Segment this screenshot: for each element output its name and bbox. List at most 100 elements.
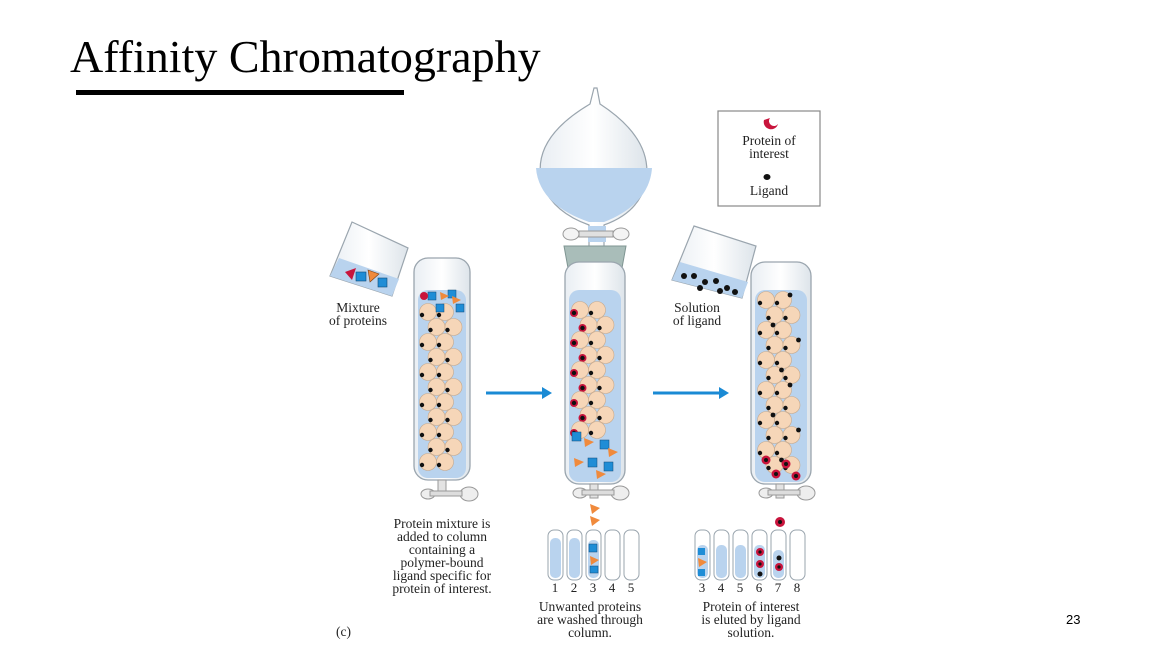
- ligand-dot: [757, 360, 763, 366]
- ligand-dot: [588, 370, 594, 376]
- ligand-dot: [766, 405, 771, 411]
- ligand-dot: [766, 345, 771, 351]
- resin-bead: [765, 396, 784, 414]
- resin-bead: [596, 406, 615, 424]
- wash-tube-number: 1: [552, 580, 559, 595]
- caption-line: protein of interest.: [392, 581, 491, 596]
- elute-tube-number: 4: [718, 580, 725, 595]
- ligand-dot: [774, 450, 780, 456]
- ligand-dot: [774, 330, 780, 336]
- resin-bead: [427, 348, 446, 366]
- ligand-dot: [757, 330, 763, 336]
- ligand-dot: [783, 315, 788, 321]
- resin-bead: [419, 303, 437, 321]
- mixture-square: [435, 303, 445, 313]
- elute-tubes: 3 4 5 6 7 8: [694, 529, 806, 595]
- mixture-triangle: [452, 296, 461, 304]
- ligand-dot: [766, 315, 771, 321]
- unwanted-triangle: [584, 438, 594, 447]
- eluted-ligand: [764, 458, 768, 462]
- ligand-dot: [436, 432, 442, 438]
- ligand-dot: [766, 435, 771, 441]
- ligand-dot: [436, 402, 442, 408]
- elute-tube-number: 7: [775, 580, 782, 595]
- mixture-square: [427, 291, 437, 301]
- caption-line: ligand specific for: [393, 568, 492, 583]
- ligand-dot: [428, 357, 433, 363]
- ligand-dot: [597, 415, 602, 421]
- unwanted-square: [603, 461, 614, 472]
- resin-bead: [596, 316, 615, 334]
- ligand-dot: [597, 355, 602, 361]
- caption-step2: Unwanted proteins are washed through col…: [537, 599, 643, 640]
- ligand-dot: [774, 420, 780, 426]
- ligand-dot: [428, 447, 433, 453]
- ligand-dot: [766, 375, 771, 381]
- caption-line: Unwanted proteins: [539, 599, 641, 614]
- resin-bead: [774, 351, 792, 369]
- unwanted-triangle: [608, 448, 618, 457]
- resin-bead: [588, 301, 606, 319]
- resin-bead: [444, 318, 463, 336]
- title-underline: [76, 90, 404, 95]
- legend-ligand: Ligand: [750, 183, 788, 198]
- ligand-dot: [419, 462, 425, 468]
- ligand-dot: [766, 465, 771, 471]
- resin-bead: [436, 423, 454, 441]
- ligand-dot: [428, 417, 433, 423]
- caption-line: is eluted by ligand: [701, 612, 801, 627]
- label-mixture-line1: Mixture: [336, 300, 380, 315]
- caption-step3: Protein of interest is eluted by ligand …: [701, 599, 801, 640]
- label-solution-line2: of ligand: [673, 313, 722, 328]
- resin-bead: [419, 453, 437, 471]
- caption-line: Protein of interest: [703, 599, 800, 614]
- resin-bead: [419, 333, 437, 351]
- mixture-protein: [420, 292, 428, 300]
- ligand-dot: [436, 312, 442, 318]
- caption-line: column.: [568, 625, 612, 640]
- wash-tube-number: 3: [590, 580, 597, 595]
- legend-box: Protein of interest Ligand: [717, 110, 821, 207]
- ligand-dot: [445, 417, 450, 423]
- panel-letter: (c): [336, 624, 351, 639]
- resin-bead: [765, 426, 784, 444]
- ligand-dot: [419, 372, 425, 378]
- ligand-dot: [445, 327, 450, 333]
- elute-tube-number: 6: [756, 580, 763, 595]
- ligand-dot: [783, 405, 788, 411]
- resin-bead: [596, 346, 615, 364]
- caption-line: are washed through: [537, 612, 643, 627]
- resin-bead: [782, 306, 801, 324]
- resin-bead: [757, 351, 775, 369]
- ligand-dot: [757, 420, 763, 426]
- free-ligand: [770, 412, 776, 418]
- ligand-dot: [419, 312, 425, 318]
- ligand-icon: [763, 174, 771, 180]
- column-2: [564, 261, 630, 526]
- free-ligand: [796, 427, 801, 433]
- ligand-dot: [571, 340, 577, 346]
- unwanted-square: [571, 431, 582, 442]
- resin-bead: [765, 336, 784, 354]
- slide-title: Affinity Chromatography: [70, 31, 541, 82]
- ligand-dot: [774, 360, 780, 366]
- ligand-dot: [419, 342, 425, 348]
- resin-bead: [774, 411, 792, 429]
- column-1: [413, 257, 479, 502]
- ligand-dot: [571, 310, 577, 316]
- resin-bead: [427, 408, 446, 426]
- caption-line: Protein mixture is: [394, 516, 491, 531]
- column-3: [750, 261, 816, 527]
- label-mixture-line2: of proteins: [329, 313, 387, 328]
- unwanted-square: [599, 439, 610, 450]
- mixture-triangle: [440, 292, 449, 300]
- resin-bead: [757, 291, 775, 309]
- wash-tube-number: 2: [571, 580, 578, 595]
- free-ligand: [787, 292, 793, 298]
- eluted-ligand: [774, 472, 778, 476]
- ligand-dot: [757, 450, 763, 456]
- resin-bead: [444, 408, 463, 426]
- ligand-dot: [571, 400, 577, 406]
- separatory-funnel: [536, 87, 652, 269]
